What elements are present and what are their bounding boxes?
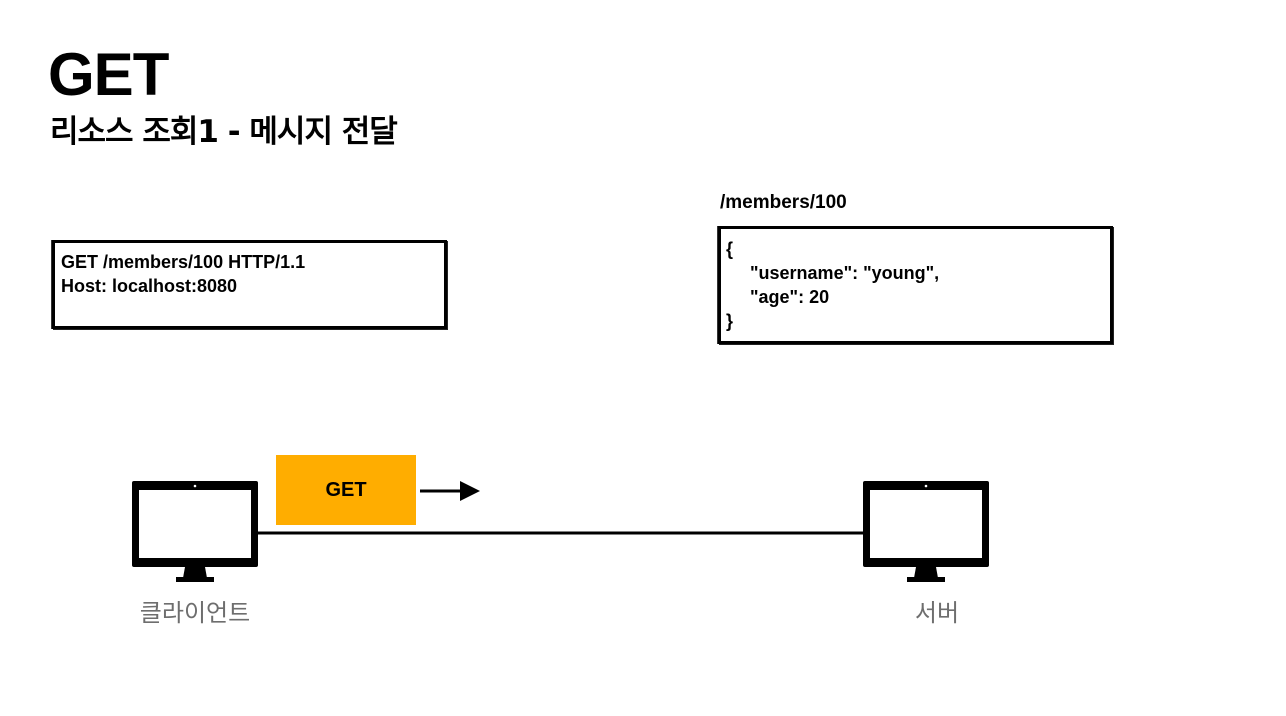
http-request-message: GET /members/100 HTTP/1.1 Host: localhos… bbox=[52, 240, 447, 329]
server-label: 서버 bbox=[914, 599, 960, 627]
json-username-field: "username": "young", bbox=[750, 263, 940, 283]
server-monitor-icon bbox=[863, 481, 989, 582]
arrow-right-icon bbox=[420, 481, 480, 501]
client-monitor-icon bbox=[132, 481, 258, 582]
page-subtitle: 리소스 조회1 - 메시지 전달 bbox=[50, 114, 398, 150]
request-line: GET /members/100 HTTP/1.1 bbox=[61, 252, 306, 272]
resource-json-box: { "username": "young", "age": 20 } bbox=[718, 226, 1113, 344]
json-age-field: "age": 20 bbox=[750, 287, 830, 307]
page-title: GET bbox=[48, 41, 169, 108]
json-open-brace: { bbox=[726, 239, 734, 259]
client-label: 클라이언트 bbox=[139, 599, 251, 627]
resource-path-label: /members/100 bbox=[720, 192, 847, 213]
get-method-badge: GET bbox=[276, 455, 416, 525]
json-close-brace: } bbox=[726, 311, 734, 331]
request-host-header: Host: localhost:8080 bbox=[61, 276, 238, 296]
network-connection-line bbox=[257, 531, 865, 535]
